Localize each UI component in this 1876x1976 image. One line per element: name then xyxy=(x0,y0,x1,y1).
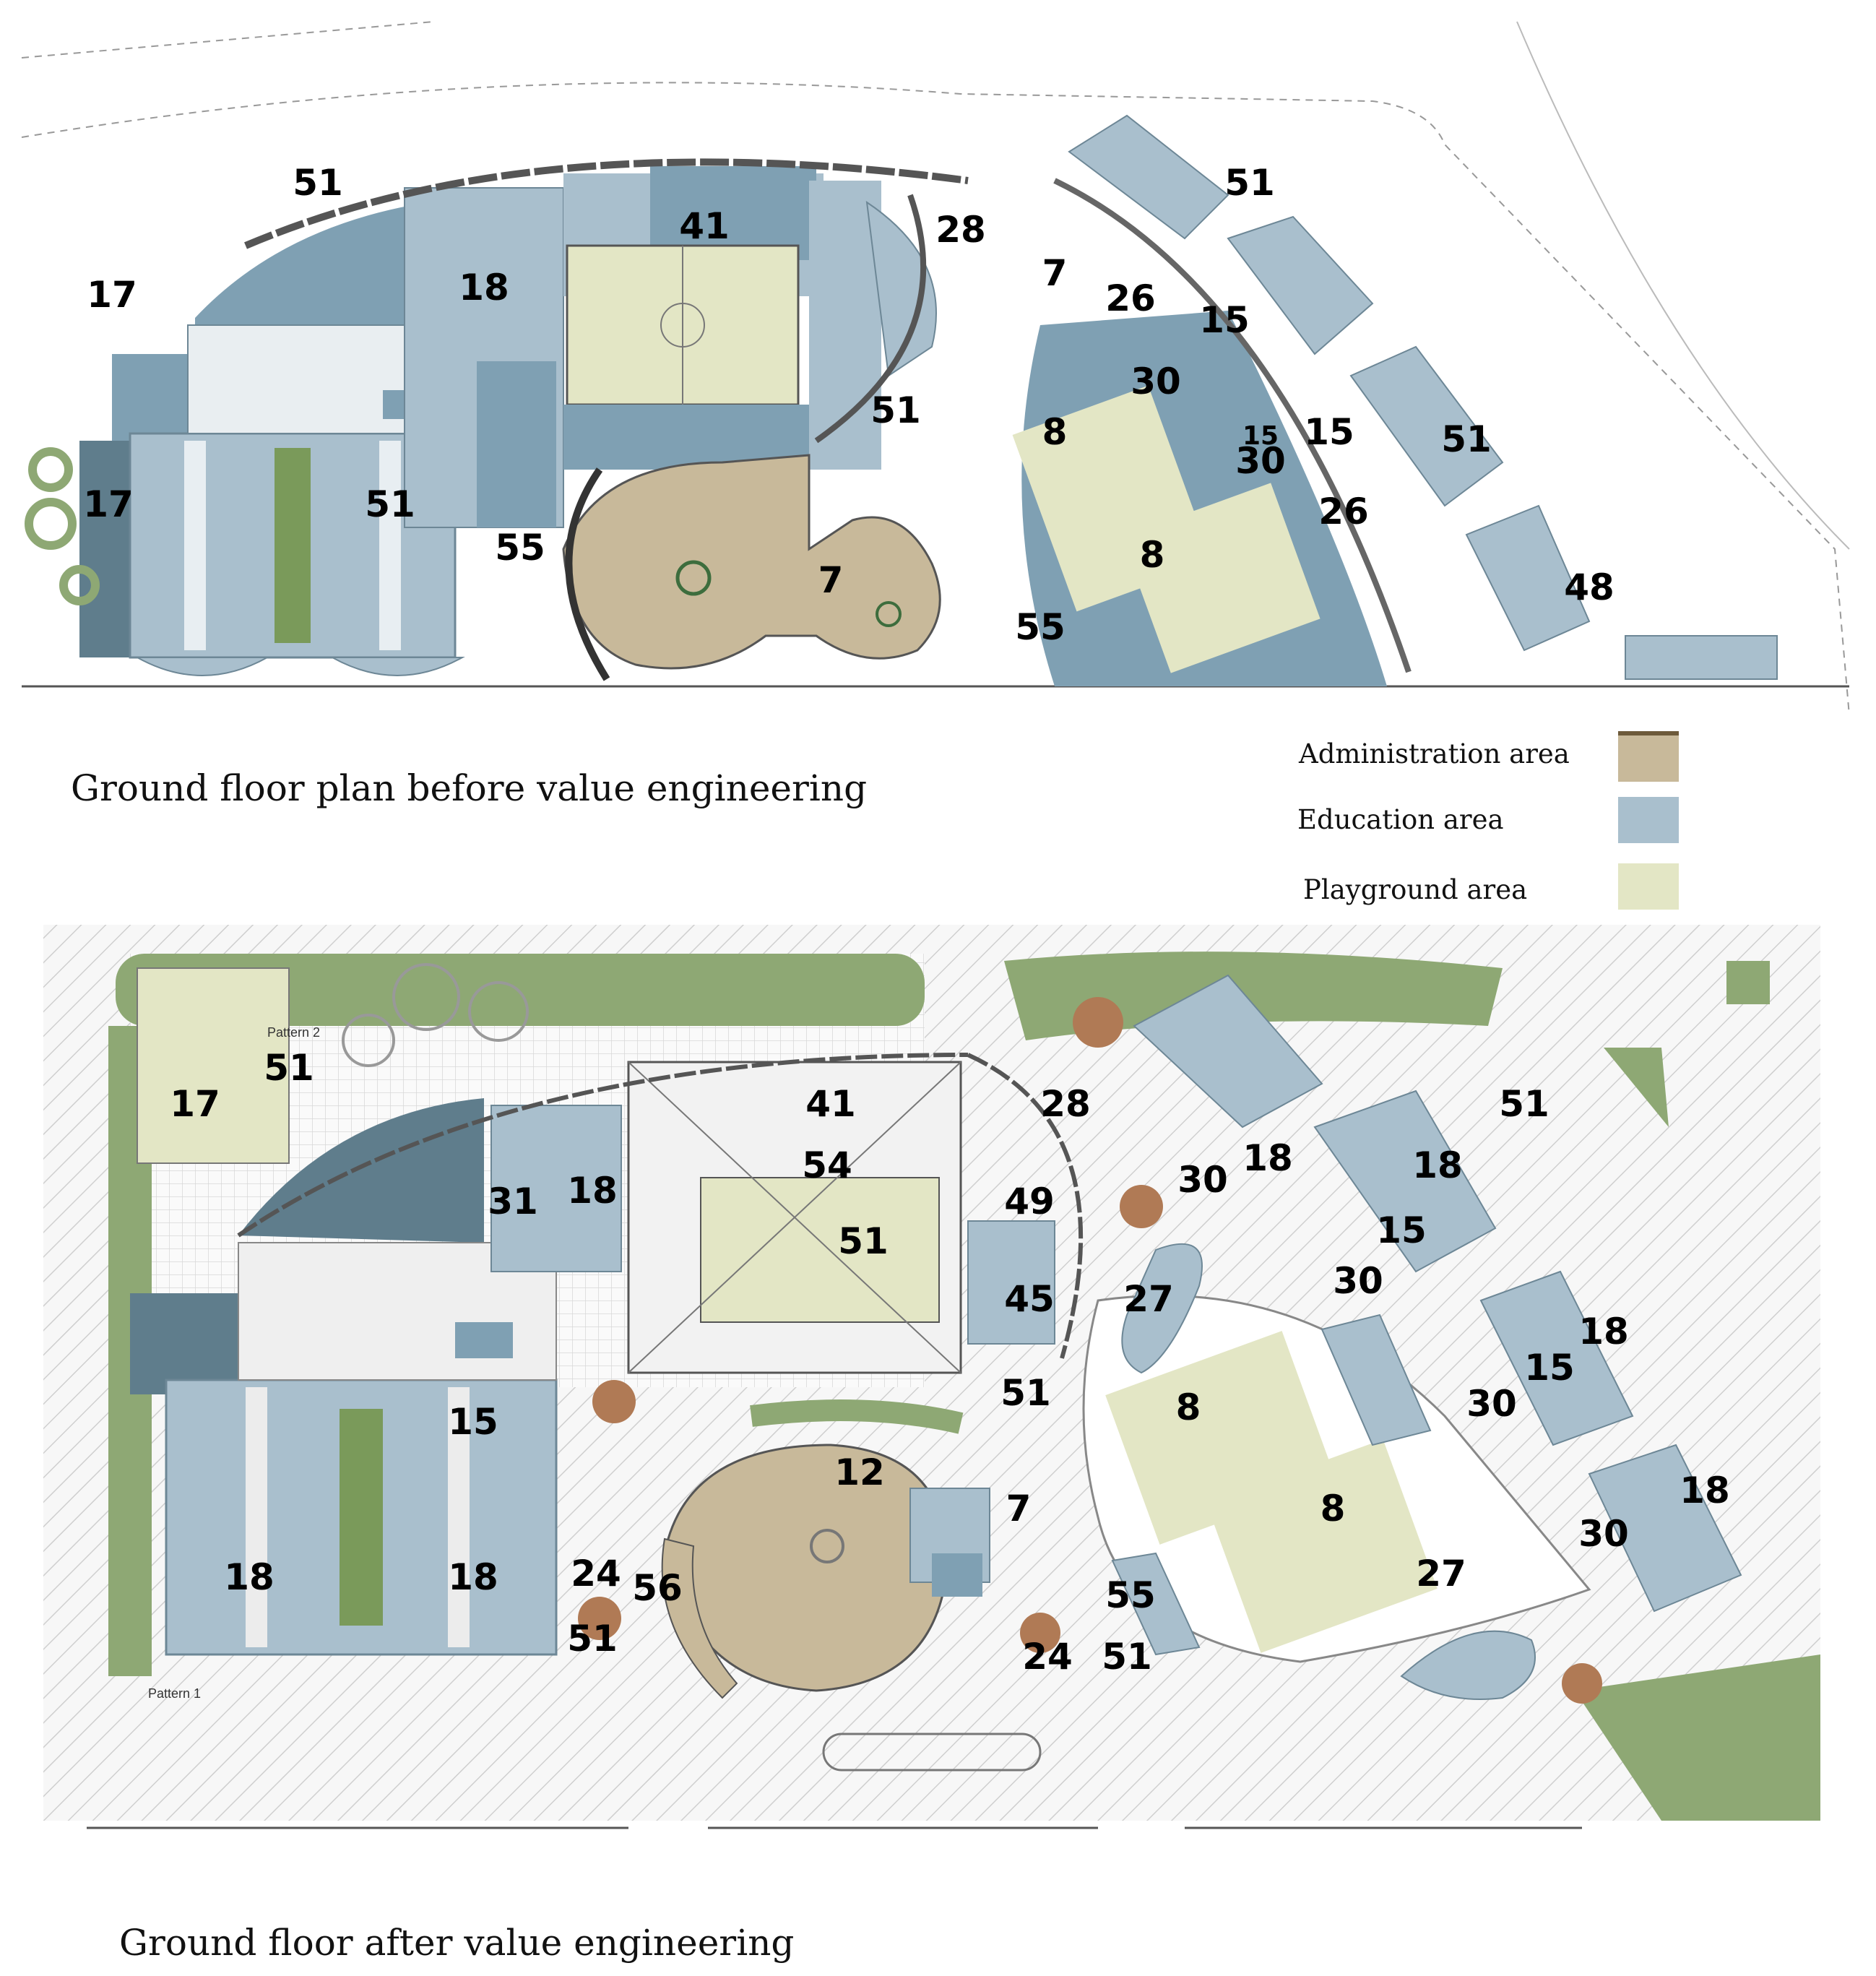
before-room-label: 51 xyxy=(1224,162,1275,204)
after-room-label: 27 xyxy=(1416,1553,1466,1595)
before-room-label: 28 xyxy=(935,209,986,251)
before-room-label: 17 xyxy=(87,274,137,316)
legend-label-education: Education area xyxy=(1297,804,1504,835)
pattern-2-label: Pattern 2 xyxy=(267,1025,320,1040)
after-room-label: 30 xyxy=(1578,1513,1629,1555)
before-room-label: 15 xyxy=(1242,421,1279,451)
legend-swatch-playground xyxy=(1618,863,1679,910)
before-room-label: 51 xyxy=(365,483,415,525)
after-room-label: 15 xyxy=(448,1401,498,1443)
after-room-label: 55 xyxy=(1105,1574,1156,1616)
after-room-label: 41 xyxy=(805,1083,856,1125)
after-room-label: 31 xyxy=(488,1181,538,1222)
after-room-label: 15 xyxy=(1524,1347,1575,1389)
before-room-label: 26 xyxy=(1318,491,1369,532)
after-room-label: 30 xyxy=(1466,1383,1517,1425)
after-room-label: 8 xyxy=(1176,1386,1201,1428)
after-room-label: 18 xyxy=(1242,1137,1293,1179)
after-room-label: 51 xyxy=(1102,1636,1152,1678)
after-room-label: 18 xyxy=(1680,1470,1730,1511)
legend-swatch-administration xyxy=(1618,731,1679,782)
before-room-label: 15 xyxy=(1304,411,1354,453)
playground-field-17 xyxy=(137,967,290,1164)
after-room-label: 54 xyxy=(802,1144,852,1186)
before-room-label: 8 xyxy=(1140,534,1165,576)
before-room-label: 15 xyxy=(1199,299,1250,341)
gym-court-after xyxy=(700,1177,940,1323)
before-room-label: 55 xyxy=(495,527,545,569)
before-room-label: 41 xyxy=(679,205,730,247)
after-room-label: 12 xyxy=(834,1451,885,1493)
after-room-label: 56 xyxy=(632,1567,683,1609)
after-room-label: 15 xyxy=(1376,1209,1427,1251)
after-room-label: 45 xyxy=(1004,1278,1055,1320)
before-room-label: 51 xyxy=(870,389,921,431)
after-room-label: 27 xyxy=(1123,1278,1174,1320)
plan-before xyxy=(21,21,1850,716)
after-room-label: 51 xyxy=(1000,1372,1051,1414)
legend-label-administration: Administration area xyxy=(1299,738,1570,769)
playground-court-after-2 xyxy=(1206,1439,1438,1653)
pattern-1-label: Pattern 1 xyxy=(148,1686,201,1701)
after-room-label: 30 xyxy=(1333,1260,1383,1302)
playground-court-2 xyxy=(1121,483,1320,673)
before-room-label: 48 xyxy=(1564,566,1615,608)
after-room-label: 18 xyxy=(224,1556,275,1598)
before-room-label: 18 xyxy=(459,267,509,309)
before-room-label: 7 xyxy=(818,559,844,601)
before-room-label: 30 xyxy=(1235,440,1286,482)
after-room-label: 28 xyxy=(1040,1083,1091,1125)
after-room-label: 51 xyxy=(1499,1083,1549,1125)
before-room-label: 55 xyxy=(1015,606,1065,648)
legend-label-playground: Playground area xyxy=(1303,874,1528,905)
plan-after: Pattern 2 Pattern 1 xyxy=(43,925,1820,1829)
caption-after: Ground floor after value engineering xyxy=(119,1922,795,1964)
after-room-label: 24 xyxy=(571,1553,621,1595)
before-room-label: 7 xyxy=(1042,252,1068,294)
administration-area xyxy=(562,454,941,670)
after-room-label: 51 xyxy=(264,1047,314,1089)
after-room-label: 18 xyxy=(448,1556,498,1598)
before-room-label: 8 xyxy=(1042,411,1068,453)
after-room-label: 49 xyxy=(1004,1181,1055,1222)
after-room-label: 7 xyxy=(1006,1488,1032,1530)
legend-swatch-education xyxy=(1618,797,1679,843)
after-room-label: 30 xyxy=(1177,1159,1228,1201)
after-room-label: 18 xyxy=(1578,1311,1629,1352)
after-room-label: 8 xyxy=(1320,1488,1346,1530)
before-room-label: 51 xyxy=(293,162,343,204)
after-room-label: 18 xyxy=(567,1170,618,1212)
after-room-label: 24 xyxy=(1022,1636,1073,1678)
before-room-label: 30 xyxy=(1131,361,1181,402)
before-room-label: 17 xyxy=(83,483,134,525)
plan-before-labels: 51 41 28 17 18 7 26 15 51 15 51 30 8 15 17 30 26 55 7 8 48 55… xyxy=(83,162,1615,648)
after-room-label: 51 xyxy=(838,1220,889,1262)
after-room-label: 18 xyxy=(1412,1144,1463,1186)
caption-before: Ground floor plan before value engineeri… xyxy=(71,767,868,809)
after-room-label: 17 xyxy=(170,1083,220,1125)
after-room-label: 51 xyxy=(567,1618,618,1660)
before-room-label: 26 xyxy=(1105,277,1156,319)
before-room-label: 51 xyxy=(1441,418,1492,460)
